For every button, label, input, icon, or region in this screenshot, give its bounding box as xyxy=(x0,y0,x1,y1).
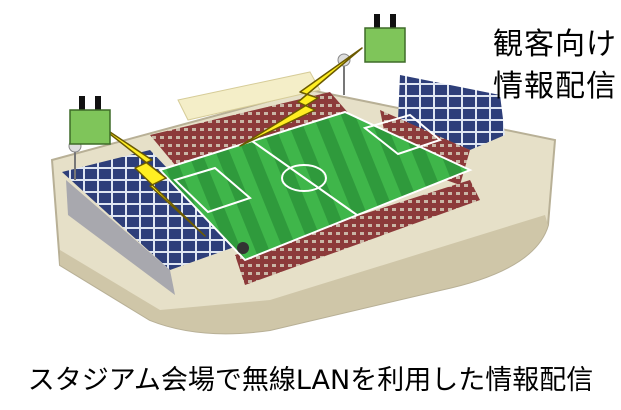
audience-info-label-line-1: 観客向け xyxy=(493,27,617,62)
left-stand-panels xyxy=(62,150,240,270)
access-point-icon xyxy=(364,14,406,63)
stadium-outer-wall xyxy=(60,215,548,334)
left-stand-base xyxy=(66,180,175,295)
figure-caption: スタジアム会場で無線LANを利用した情報配信 xyxy=(27,365,594,396)
audience-info-label-line-2: 情報配信 xyxy=(493,69,617,104)
stadium-illustration xyxy=(50,14,557,335)
lightning-bolt-icon xyxy=(239,47,363,147)
lightning-bolt-icon xyxy=(91,119,206,237)
back-stand-roof xyxy=(177,71,321,121)
floodlight-icon xyxy=(237,242,249,254)
pitch-markings xyxy=(158,110,473,262)
access-point-icon xyxy=(69,96,111,145)
front-stand xyxy=(235,180,480,285)
right-stand-panels xyxy=(398,75,505,150)
